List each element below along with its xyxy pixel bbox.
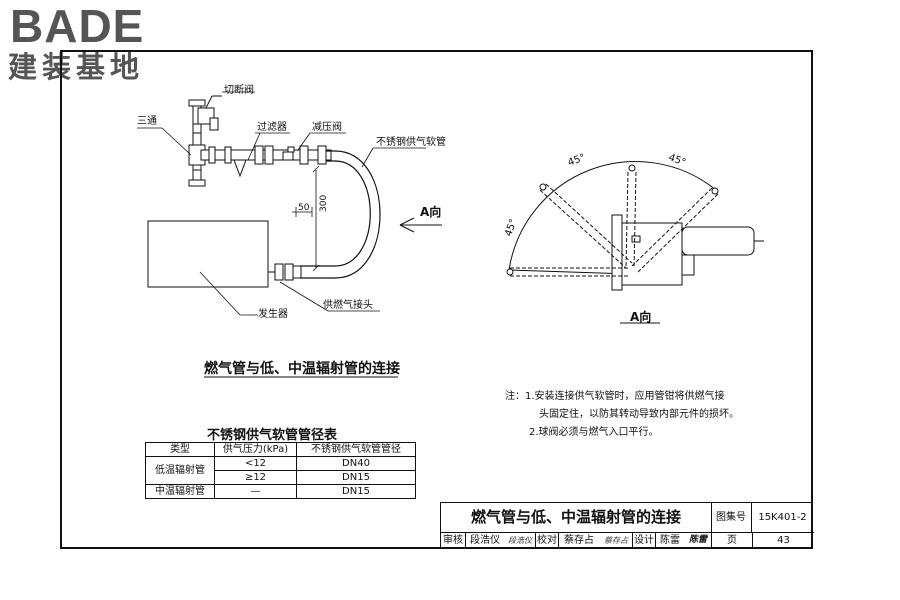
designer-signature: 陈雷 — [685, 532, 712, 549]
table-header: 类型 — [145, 442, 215, 457]
table-row: 低温辐射管 <12 DN40 — [145, 456, 416, 485]
hose-bend — [300, 150, 381, 279]
table-row: 中温辐射管 — DN15 — [145, 484, 416, 499]
atlas-label-cell: 图集号 — [711, 503, 752, 532]
table-title: 不锈钢供气软管管径表 — [207, 428, 338, 443]
table-cell: <12 — [214, 456, 297, 471]
label-hose: 不锈钢供气软管 — [376, 137, 446, 148]
label-filter: 过滤器 — [257, 122, 287, 133]
label-gas-joint: 供燃气接头 — [323, 300, 373, 311]
shutoff-valve-icon — [197, 95, 222, 131]
note-line: 1.安装连接供气软管时，应用管钳将供燃气接 — [525, 391, 725, 402]
view-a-caption: A向 — [630, 310, 652, 324]
title-block-divider — [441, 532, 814, 533]
drawing-frame — [60, 50, 813, 549]
checker-name: 蔡存占 — [564, 535, 594, 546]
label-tee: 三通 — [137, 116, 157, 127]
leader-lines — [137, 91, 426, 316]
burner-body — [611, 214, 764, 291]
dimension-50: 50 — [298, 203, 310, 213]
title-block-title: 燃气管与低、中温辐射管的连接 — [441, 503, 712, 532]
notes: 注：1.安装连接供气软管时，应用管钳将供燃气接 头固定住，以防其转动导致内部元件… — [505, 388, 739, 442]
table-cell: 低温辐射管 — [145, 456, 215, 485]
dimension-300: 300 — [319, 194, 329, 212]
atlas-label: 图集号 — [716, 512, 746, 523]
table-cell: — — [214, 484, 297, 499]
notes-prefix: 注： — [505, 391, 525, 402]
diagram-title: 燃气管与低、中温辐射管的连接 — [204, 361, 400, 377]
reviewer-name: 段浩仪 — [470, 535, 500, 546]
label-pressure-reducer: 减压阀 — [312, 122, 342, 133]
gas-joint — [268, 263, 302, 281]
table-cell: DN15 — [296, 470, 416, 485]
generator-box — [147, 220, 269, 288]
reviewer-signature: 段浩仪 — [505, 532, 536, 549]
table-cell: ≥12 — [214, 470, 297, 485]
title-block: 燃气管与低、中温辐射管的连接 图集号 15K401-2 审核 段浩仪 段浩仪 校… — [440, 502, 814, 549]
table-cell: DN40 — [296, 456, 416, 471]
logo-text: BADE — [10, 0, 145, 52]
hose-diameter-table: 类型 供气压力(kPa) 不锈钢供气软管管径 低温辐射管 <12 DN40 ≥1… — [145, 442, 416, 499]
review-label: 审核 — [441, 532, 466, 549]
table-cell: 中温辐射管 — [145, 484, 215, 499]
designer-name: 陈雷 — [660, 535, 680, 546]
checker-signature: 蔡存占 — [600, 532, 633, 549]
pipe-end-markers — [506, 164, 719, 276]
table-cell: DN15 — [296, 484, 416, 499]
table-row: ≥12 DN15 — [146, 470, 416, 485]
note-line: 头固定住，以防其转动导致内部元件的损坏。 — [539, 409, 739, 420]
angle-arc — [508, 161, 717, 275]
page-label: 页 — [712, 532, 753, 549]
page-number: 43 — [777, 535, 790, 546]
check-label: 校对 — [536, 532, 559, 549]
view-arrow-label: A向 — [420, 205, 442, 219]
note-line: 2.球阀必须与燃气入口平行。 — [529, 427, 659, 438]
radial-pipes — [510, 171, 719, 277]
label-shutoff-valve: 切断阀 — [224, 85, 254, 96]
view-arrow-icon — [399, 217, 442, 233]
atlas-number: 15K401-2 — [758, 512, 807, 523]
branch-pipe — [200, 145, 332, 178]
design-label: 设计 — [633, 532, 656, 549]
logo-subtitle: 建装基地 — [8, 50, 145, 84]
dimension-lines — [292, 165, 320, 272]
table-header: 供气压力(kPa) — [214, 442, 297, 457]
table-header-row: 类型 供气压力(kPa) 不锈钢供气软管管径 — [145, 442, 416, 457]
table-header: 不锈钢供气软管管径 — [296, 442, 416, 457]
label-generator: 发生器 — [258, 309, 288, 320]
